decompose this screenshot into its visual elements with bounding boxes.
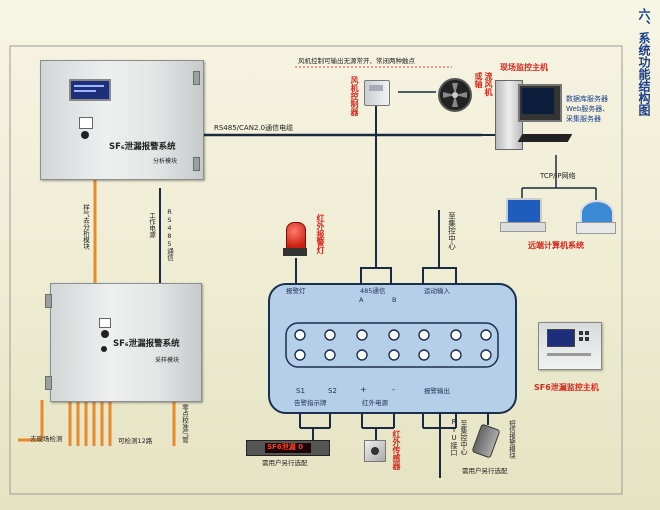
cabinet-title: SF₆泄漏报警系统 (109, 142, 176, 152)
ir-sensor-label: 红外传感器 (392, 430, 401, 470)
status-indicator-icon (101, 330, 109, 338)
sms-module-label: 短信报警模块 (507, 420, 516, 459)
label-plate (99, 318, 111, 328)
remote-system-label: 远端计算机系统 (528, 241, 584, 250)
terminal-panel (268, 283, 517, 414)
alarm-light-label: 红外报警灯 (316, 214, 325, 254)
status-indicator-icon (81, 131, 89, 139)
server-label-3: 采集服务器 (566, 115, 601, 123)
panel-s2: S2 (328, 387, 337, 395)
sf6-host-label: SF6泄漏监控主机 (534, 383, 599, 392)
panel-ir-power: 红外电源 (362, 399, 388, 407)
rs485-bus-label: RS485/CAN2.0通信电缆 (214, 124, 294, 132)
panel-s1: S1 (296, 387, 305, 395)
panel-plus: + (360, 385, 367, 394)
power-label: 工作电源 (147, 212, 156, 238)
axial-fan-icon (438, 78, 472, 112)
cabinet-sampling: SF₆泄漏报警系统 采样模块 (45, 283, 202, 402)
axial-fan-label-2: 流风机 (484, 72, 493, 96)
section-title: 六、系统功能结构图 (637, 8, 651, 116)
panel-b: B (392, 296, 397, 304)
detect-12-label: 可检测12路 (118, 437, 153, 445)
remote-computer-1-icon (506, 198, 542, 224)
ir-sensor-icon (364, 440, 386, 462)
to-center-top-label: 至集控中心 (447, 212, 457, 250)
server-label-2: Web服务器、 (566, 105, 610, 113)
computer-monitor-icon (518, 84, 562, 122)
sample-gas-label: 样气去分析模块 (81, 204, 90, 250)
sms-note: 需用户另行选配 (462, 467, 508, 475)
rtu-label: RTU接口 (450, 418, 458, 456)
fan-controller-label: 风机控制器 (350, 76, 359, 116)
server-label-1: 数据库服务器 (566, 95, 608, 103)
to-center-bottom-label: 至集控中心 (460, 420, 468, 455)
panel-485: 485通信 (360, 287, 386, 295)
tcpip-label: TCP/IP网络 (540, 172, 576, 180)
rs485-label: RS485通信 (165, 208, 174, 261)
cabinet-module: 采样模块 (155, 357, 180, 364)
fan-controller-device (364, 80, 390, 106)
panel-motion-input: 运动输入 (424, 287, 450, 295)
terminal-holes (294, 329, 492, 361)
zero-check-label: 零点校准气管 (180, 404, 189, 443)
cabinet-title: SF₆泄漏报警系统 (113, 339, 180, 349)
fan-control-note: 风机控制可输出无源常开、常闭两种触点 (298, 57, 415, 65)
lcd-display (69, 79, 111, 101)
panel-a: A (359, 296, 364, 304)
site-detection-label: 去现场检测 (30, 435, 63, 443)
label-plate (79, 117, 93, 129)
monitor-host-label: 现场监控主机 (500, 63, 548, 72)
sf6-host-device (538, 322, 602, 370)
panel-voice-output: 告警指示牌 (294, 399, 327, 407)
led-display-text: SF6泄漏 0 (267, 443, 304, 451)
diagram-frame (9, 45, 623, 495)
led-display-panel: SF6泄漏 0 (246, 440, 330, 456)
panel-alarm-output: 报警输出 (424, 387, 450, 395)
panel-minus: - (392, 385, 395, 394)
cabinet-analysis: SF₆泄漏报警系统 分析模块 (40, 60, 204, 180)
axial-fan-label-1: 或轴 (474, 72, 483, 88)
keyboard-icon (517, 134, 573, 142)
display-note: 需用户另行选配 (262, 459, 308, 467)
panel-alarm-light: 报警灯 (286, 287, 306, 295)
terminal-block (285, 322, 499, 368)
cabinet-module: 分析模块 (153, 158, 178, 165)
